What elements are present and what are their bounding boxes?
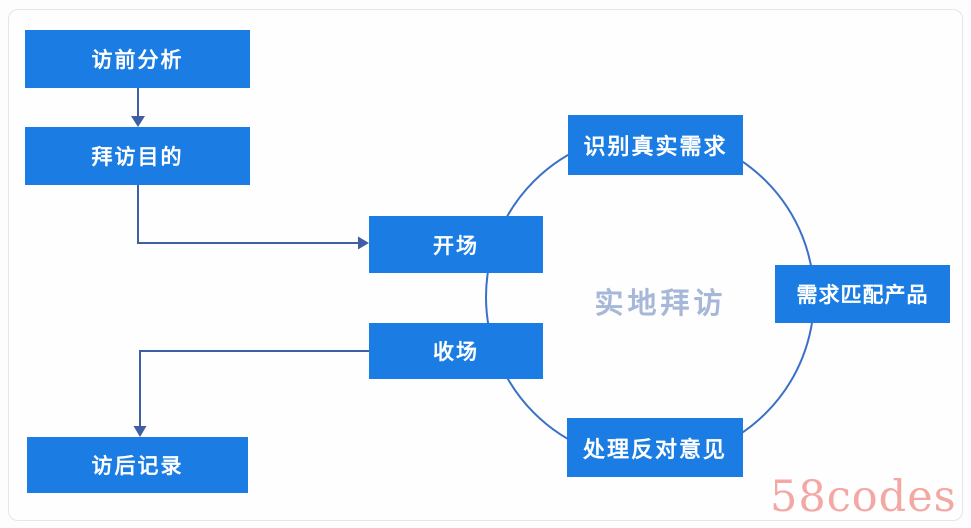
node-label: 识别真实需求 [583,134,728,159]
cycle-center-label: 实地拜访 [594,288,727,320]
node-label: 拜访目的 [91,146,184,169]
node-label: 访前分析 [91,49,184,72]
node-match-needs-to-product: 需求匹配产品 [775,265,950,323]
node-label: 处理反对意见 [582,436,727,462]
node-visit-purpose: 拜访目的 [25,127,250,185]
edge-closing-to-record [133,350,369,437]
watermark-58codes: 58codes [770,472,957,522]
node-closing: 收场 [369,323,543,379]
node-pre-visit-analysis: 访前分析 [25,30,250,88]
node-handle-objections: 处理反对意见 [567,418,743,477]
node-opening: 开场 [369,216,543,273]
edge-purpose-to-opening [137,185,369,250]
node-identify-real-needs: 识别真实需求 [568,115,743,175]
node-label: 访后记录 [91,455,184,478]
node-label: 收场 [433,341,479,364]
node-post-visit-record: 访后记录 [27,437,248,493]
edge-analysis-to-purpose [131,88,145,127]
node-label: 需求匹配产品 [796,284,929,307]
node-label: 开场 [433,234,479,258]
